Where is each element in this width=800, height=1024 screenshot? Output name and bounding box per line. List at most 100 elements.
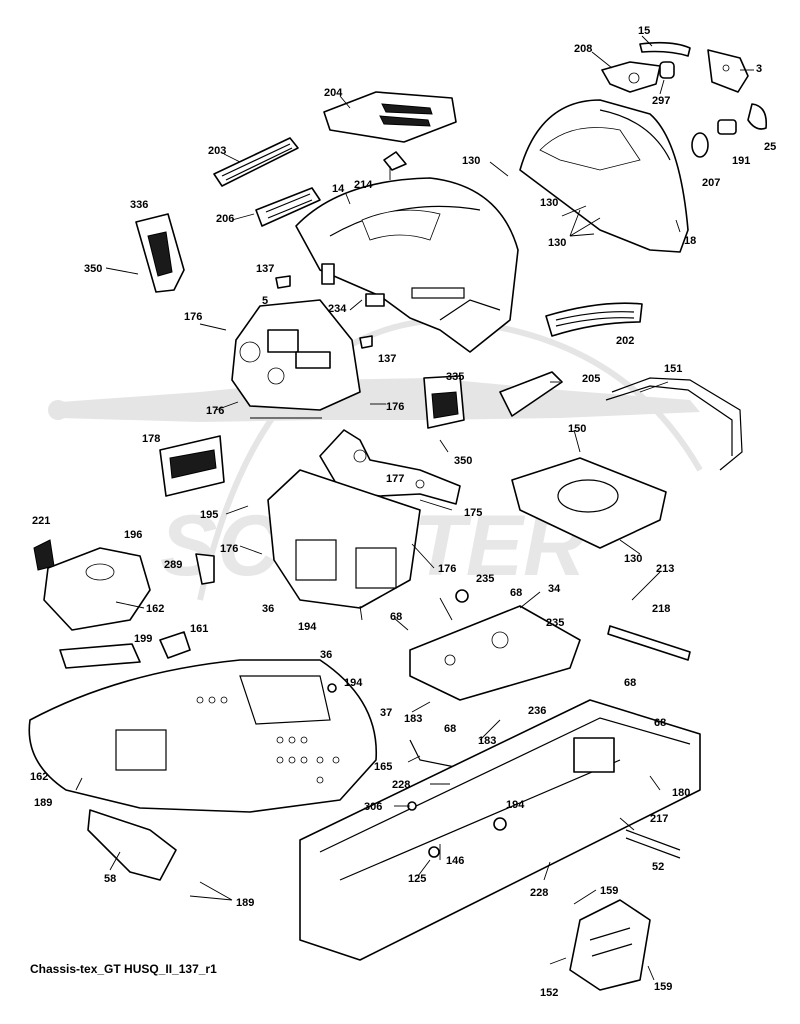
part-label: 150 <box>568 423 586 435</box>
part-label: 289 <box>164 559 182 571</box>
part-label: 194 <box>344 677 363 689</box>
part-grille-strip <box>213 137 299 187</box>
part-vent-panel <box>159 435 225 497</box>
part-label: 177 <box>386 473 404 485</box>
part-label: 178 <box>142 433 160 445</box>
part-label: 34 <box>548 583 561 595</box>
part-label: 180 <box>672 787 690 799</box>
part-label: 14 <box>332 183 345 195</box>
part-label: 204 <box>324 87 343 99</box>
part-label: 130 <box>462 155 480 167</box>
part-front-grille <box>545 302 643 337</box>
part-label: 183 <box>404 713 422 725</box>
part-grille-small <box>255 187 321 227</box>
part-front-housing <box>519 99 689 253</box>
part-decal <box>321 263 385 307</box>
part-dash-console <box>231 299 361 411</box>
part-label: 137 <box>256 263 274 275</box>
part-label: 52 <box>652 861 664 873</box>
part-label: 202 <box>616 335 634 347</box>
part-label: 350 <box>454 455 472 467</box>
part-label: 151 <box>664 363 682 375</box>
part-label: 195 <box>200 509 218 521</box>
part-rear-panel <box>423 375 465 429</box>
part-label: 36 <box>262 603 274 615</box>
part-label: 207 <box>702 177 720 189</box>
part-hood-vent <box>323 91 457 143</box>
part-label: 130 <box>548 237 566 249</box>
part-label: 162 <box>30 771 48 783</box>
part-labels: 15 208 3 297 204 25 203 130 191 207 214 … <box>30 25 776 999</box>
part-label: 68 <box>444 723 456 735</box>
part-label: 205 <box>582 373 600 385</box>
part-label: 152 <box>540 987 558 999</box>
part-label: 176 <box>438 563 456 575</box>
part-label: 221 <box>32 515 50 527</box>
part-small-clip <box>275 275 373 349</box>
part-label: 130 <box>540 197 558 209</box>
part-label: 37 <box>380 707 392 719</box>
part-label: 125 <box>408 873 426 885</box>
part-label: 159 <box>600 885 618 897</box>
part-label: 137 <box>378 353 396 365</box>
part-label: 176 <box>220 543 238 555</box>
part-label: 297 <box>652 95 670 107</box>
part-label: 68 <box>654 717 666 729</box>
part-pedal-bracket <box>87 809 177 881</box>
part-small-bracket <box>195 553 215 585</box>
part-fasteners <box>327 589 507 858</box>
part-label: 194 <box>506 799 525 811</box>
part-bar <box>607 625 691 661</box>
part-label: 36 <box>320 649 332 661</box>
part-label: 336 <box>130 199 148 211</box>
part-tile <box>59 631 191 669</box>
part-side-bracket <box>707 49 749 93</box>
part-shroud <box>267 469 421 609</box>
part-label: 68 <box>624 677 636 689</box>
part-engine-plate <box>409 605 581 701</box>
part-label: 25 <box>764 141 776 153</box>
leader-lines <box>75 35 754 981</box>
part-top-trim <box>639 41 691 57</box>
part-label: 5 <box>262 295 268 307</box>
part-label: 208 <box>574 43 592 55</box>
part-label: 350 <box>84 263 102 275</box>
part-battery-tray <box>511 457 667 549</box>
part-label: 218 <box>652 603 670 615</box>
part-rod-2 <box>625 829 681 859</box>
part-label: 68 <box>510 587 522 599</box>
part-label: 199 <box>134 633 152 645</box>
part-label: 18 <box>684 235 696 247</box>
part-label: 234 <box>328 303 347 315</box>
part-label: 162 <box>146 603 164 615</box>
part-side-panel <box>135 213 185 293</box>
part-label: 236 <box>528 705 546 717</box>
part-dark-strip <box>33 539 55 571</box>
part-trim <box>499 371 563 417</box>
part-label: 214 <box>354 179 373 191</box>
part-label: 235 <box>476 573 494 585</box>
part-label: 58 <box>104 873 116 885</box>
part-label: 217 <box>650 813 668 825</box>
part-sensor <box>691 119 737 158</box>
part-label: 191 <box>732 155 750 167</box>
part-label: 189 <box>236 897 254 909</box>
part-label: 15 <box>638 25 650 37</box>
part-label: 203 <box>208 145 226 157</box>
part-hood <box>295 177 519 353</box>
part-label: 306 <box>364 801 382 813</box>
part-label: 176 <box>206 405 224 417</box>
part-label: 228 <box>530 887 548 899</box>
part-label: 335 <box>446 371 464 383</box>
part-dash-bracket <box>319 429 461 505</box>
part-bulb <box>659 61 675 79</box>
part-label: 130 <box>624 553 642 565</box>
part-label: 176 <box>386 401 404 413</box>
diagram-caption: Chassis-tex_GT HUSQ_II_137_r1 <box>30 962 217 976</box>
part-label: 213 <box>656 563 674 575</box>
part-label: 175 <box>464 507 482 519</box>
part-label: 3 <box>756 63 762 75</box>
part-front-cover <box>43 547 151 631</box>
part-label: 165 <box>374 761 392 773</box>
